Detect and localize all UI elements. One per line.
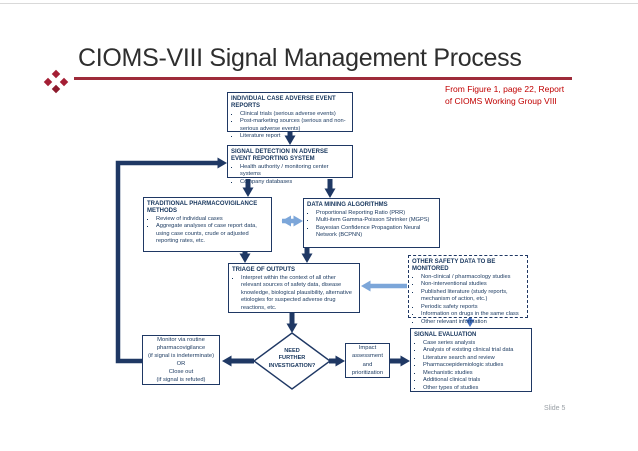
bullet-item: Company databases (240, 179, 350, 187)
bullet-item: Literature search and review (423, 355, 529, 363)
box-traditional-pharmacovigilance: TRADITIONAL PHARMACOVIGILANCE METHODS Re… (143, 197, 272, 252)
bullet-list: Review of individual casesAggregate anal… (144, 216, 271, 246)
box-title: DATA MINING ALGORITHMS (307, 201, 388, 208)
box-other-safety-data: OTHER SAFETY DATA TO BE MONITORED Non-cl… (408, 255, 528, 325)
bullet-item: Clinical trials (serious adverse events) (240, 111, 350, 119)
box-title: SIGNAL DETECTION IN ADVERSE EVENT REPORT… (231, 148, 329, 162)
bullet-item: Non-clinical / pharmacology studies (421, 274, 525, 282)
bullet-item: Multi-item Gamma-Poisson Shrinker (MGPS) (316, 217, 437, 225)
bullet-item: Mechanistic studies (423, 370, 529, 378)
source-caption: From Figure 1, page 22, Report of CIOMS … (445, 84, 565, 106)
bullet-item: Review of individual cases (156, 216, 269, 224)
box-signal-evaluation: SIGNAL EVALUATION Case series analysisAn… (410, 328, 532, 392)
bullet-item: Pharmacoepidemiologic studies (423, 362, 529, 370)
bullet-item: Health authority / monitoring center sys… (240, 164, 350, 179)
bullet-item: Other relevant information (421, 319, 525, 327)
bullet-item: Non-interventional studies (421, 281, 525, 289)
slide-title: CIOMS-VIII Signal Management Process (78, 44, 522, 72)
box-title: INDIVIDUAL CASE ADVERSE EVENT REPORTS (231, 95, 336, 109)
slide-number: Slide 5 (544, 405, 566, 412)
box-monitor-or-close-out: Monitor via routine pharmacovigilance (i… (142, 335, 220, 385)
bullet-item: Information on drugs in the same class (421, 311, 525, 319)
bullet-item: Aggregate analyses of case report data, … (156, 223, 269, 246)
decision-diamond-shape (252, 332, 332, 390)
box-title: SIGNAL EVALUATION (414, 331, 477, 338)
bullet-list: Interpret within the context of all othe… (229, 275, 359, 313)
box-triage-of-outputs: TRIAGE OF OUTPUTS Interpret within the c… (228, 263, 360, 313)
bullet-item: Post-marketing sources (serious and non-… (240, 118, 350, 133)
box-impact-assessment: Impact assessment and prioritization (345, 343, 390, 378)
bullet-item: Literature report (240, 133, 350, 141)
decision-diamond-label: NEED FURTHER INVESTIGATION? (268, 348, 316, 369)
bullet-item: Interpret within the context of all othe… (241, 275, 357, 313)
bullet-list: Clinical trials (serious adverse events)… (228, 111, 352, 141)
box-title: TRADITIONAL PHARMACOVIGILANCE METHODS (147, 200, 258, 214)
bullet-list: Non-clinical / pharmacology studiesNon-i… (409, 274, 527, 327)
bullet-item: Other types of studies (423, 385, 529, 393)
box-data-mining-algorithms: DATA MINING ALGORITHMS Proportional Repo… (303, 198, 440, 248)
slide-top-border (0, 3, 638, 4)
arrow-monitor-feedback-to-signal-detection (115, 157, 227, 364)
bullet-item: Case series analysis (423, 340, 529, 348)
box-title: OTHER SAFETY DATA TO BE MONITORED (412, 258, 496, 272)
bullet-item: Proportional Reporting Ratio (PRR) (316, 210, 437, 218)
bullet-item: Bayesian Confidence Propagation Neural N… (316, 225, 437, 240)
bullet-item: Periodic safety reports (421, 304, 525, 312)
bullet-item: Analysis of existing clinical trial data (423, 347, 529, 355)
box-title: TRIAGE OF OUTPUTS (232, 266, 295, 273)
box-signal-detection: SIGNAL DETECTION IN ADVERSE EVENT REPORT… (227, 145, 353, 185)
bullet-list: Health authority / monitoring center sys… (228, 164, 352, 187)
title-underline (74, 77, 572, 80)
bullet-list: Proportional Reporting Ratio (PRR)Multi-… (304, 210, 439, 240)
box-individual-case-reports: INDIVIDUAL CASE ADVERSE EVENT REPORTS Cl… (227, 92, 353, 139)
bullet-item: Published literature (study reports, mec… (421, 289, 525, 304)
bullet-list: Case series analysisAnalysis of existing… (411, 340, 531, 393)
bullet-item: Additional clinical trials (423, 377, 529, 385)
